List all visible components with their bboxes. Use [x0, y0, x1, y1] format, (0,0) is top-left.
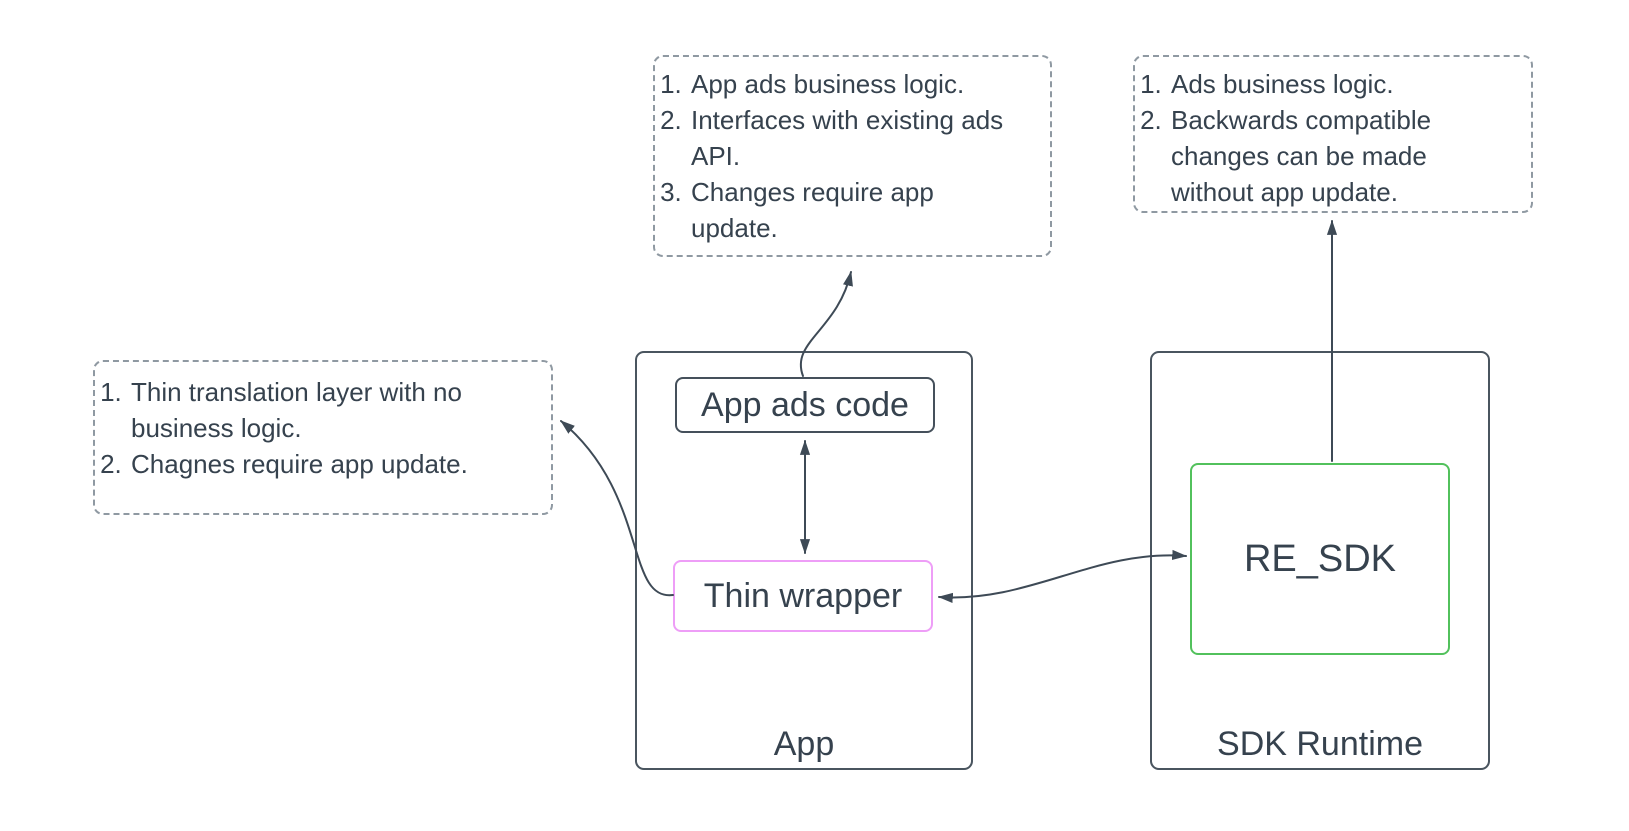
app-ads-code-label: App ads code [701, 385, 909, 424]
note-thin-wrapper-list: Thin translation layer with no business … [95, 362, 551, 490]
note-item: Ads business logic. [1169, 66, 1487, 102]
note-thin-wrapper: Thin translation layer with no business … [93, 360, 553, 515]
note-item: Thin translation layer with no business … [129, 374, 531, 446]
note-app-ads-code: App ads business logic.Interfaces with e… [653, 55, 1052, 257]
note-re-sdk: Ads business logic.Backwards compatible … [1133, 55, 1533, 213]
thin-wrapper-label: Thin wrapper [703, 576, 903, 615]
note-item: App ads business logic. [689, 66, 1006, 102]
re-sdk-label: RE_SDK [1243, 537, 1397, 580]
note-item: Interfaces with existing ads API. [689, 102, 1006, 174]
app-ads-code-node: App ads code [675, 377, 935, 433]
note-item: Chagnes require app update. [129, 446, 531, 482]
note-re-sdk-list: Ads business logic.Backwards compatible … [1135, 57, 1531, 218]
re-sdk-node: RE_SDK [1190, 463, 1450, 655]
note-item: Backwards compatible changes can be made… [1169, 102, 1487, 210]
note-item: Changes require app update. [689, 174, 1006, 246]
sdk-runtime-container-label: SDK Runtime [1217, 725, 1423, 763]
thin-wrapper-node: Thin wrapper [673, 560, 933, 632]
app-container-label: App [773, 725, 835, 763]
note-app-ads-code-list: App ads business logic.Interfaces with e… [655, 57, 1050, 254]
edge-thin-wrapper-re-sdk [937, 549, 1188, 603]
